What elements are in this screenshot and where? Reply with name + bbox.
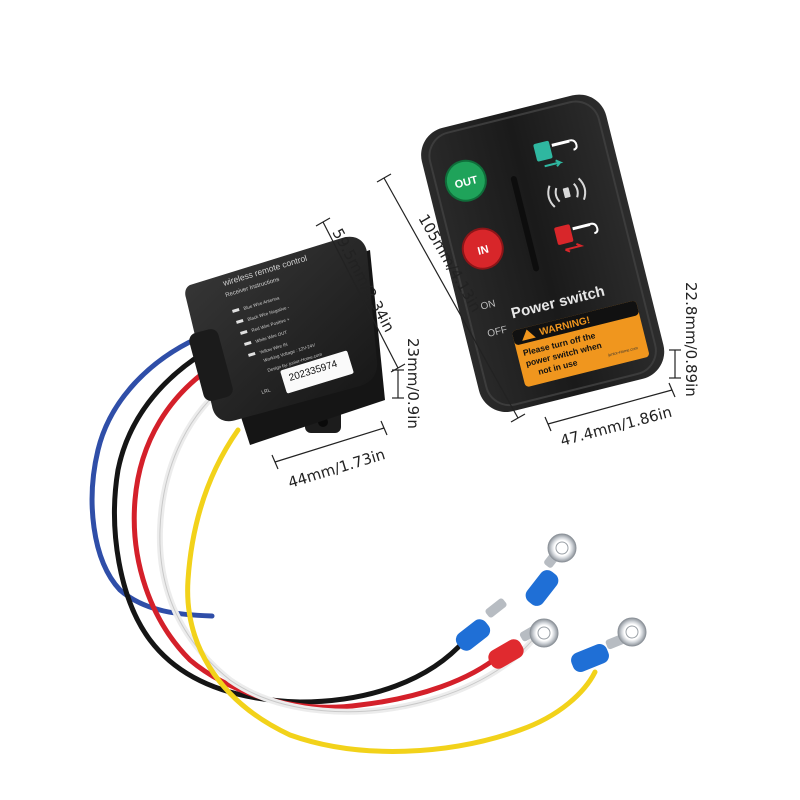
white-wire [156, 385, 543, 715]
receiver-unit: wireless remote control Receiver Instruc… [185, 236, 385, 445]
terminal-black-wire [455, 598, 507, 651]
wire-bundle [89, 335, 598, 754]
out-button[interactable] [442, 156, 490, 204]
winch-out-icon [533, 139, 578, 168]
blue-wire [89, 335, 215, 619]
serial-sticker [280, 350, 354, 394]
on-label: ON [480, 298, 497, 312]
serial-prefix: LRL [261, 387, 272, 395]
warning-sticker [512, 301, 649, 387]
black-wire [112, 349, 468, 705]
terminal-yellow-wire [571, 634, 625, 672]
off-label: OFF [486, 324, 508, 340]
dim-remote-width: 47.4mm/1.86in [558, 403, 673, 450]
remote-control: OUT IN ON OFF Power switch [421, 94, 665, 413]
red-wire [131, 363, 503, 710]
wireless-signal-icon [547, 177, 587, 208]
in-button[interactable] [459, 224, 507, 272]
out-label: OUT [454, 174, 480, 191]
in-label: IN [476, 243, 490, 257]
winch-in-icon [554, 222, 599, 253]
dimension-annotations [271, 173, 681, 470]
dim-receiver-depth: 23mm/0.9in [404, 338, 422, 429]
dim-receiver-width: 44mm/1.73in [286, 445, 387, 492]
dim-remote-depth: 22.8mm/0.89in [682, 282, 700, 397]
warning-triangle-icon [522, 329, 536, 341]
yellow-wire [185, 427, 598, 754]
